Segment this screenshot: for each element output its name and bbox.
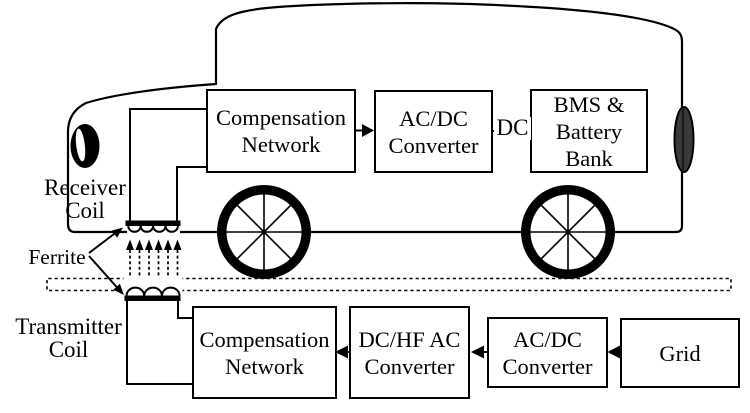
grid-box: Grid bbox=[620, 318, 740, 388]
flux-arrows bbox=[126, 239, 182, 277]
receiver-coil-label: Receiver Coil bbox=[44, 175, 126, 223]
receiver-wires bbox=[129, 108, 206, 221]
receiver-ferrite-bar bbox=[125, 220, 181, 226]
rear-wheel bbox=[521, 185, 615, 279]
rear-handle-ellipse bbox=[673, 106, 695, 173]
transmitter-ferrite-bar bbox=[124, 295, 181, 301]
headlight bbox=[70, 124, 100, 168]
ferrite-pointer-arrows bbox=[88, 227, 124, 295]
receiver-coil-symbol bbox=[125, 220, 181, 233]
dc-hf-ac-converter-box: DC/HF AC Converter bbox=[349, 306, 470, 399]
compensation-network-top-box: Compensation Network bbox=[206, 89, 356, 173]
compensation-network-bottom-box: Compensation Network bbox=[192, 306, 337, 399]
car-body-outline bbox=[66, 2, 684, 234]
bms-battery-bank-box: BMS & Battery Bank bbox=[530, 89, 648, 173]
front-wheel bbox=[217, 185, 311, 279]
ac-dc-converter-bottom-box: AC/DC Converter bbox=[487, 317, 608, 388]
ferrite-label: Ferrite bbox=[28, 245, 86, 269]
ac-dc-converter-top-box: AC/DC Converter bbox=[374, 90, 493, 173]
transmitter-wires bbox=[126, 301, 192, 385]
transmitter-coil-symbol bbox=[123, 275, 183, 301]
ground-dashed-outline bbox=[46, 277, 732, 292]
transmitter-coil-label: Transmitter Coil bbox=[15, 314, 122, 362]
dc-link-label: DC bbox=[494, 116, 531, 140]
